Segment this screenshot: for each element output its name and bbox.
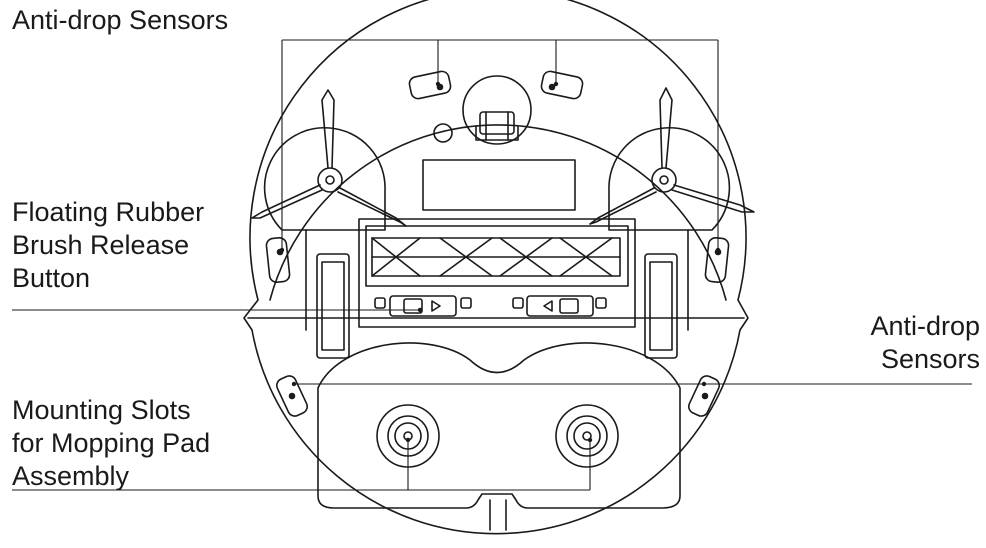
drive-wheel xyxy=(316,253,350,359)
anti-drop-sensor xyxy=(540,70,584,100)
label-line: Mounting Slots xyxy=(12,395,191,425)
label-line: Sensors xyxy=(880,344,980,374)
label-line: Floating Rubber xyxy=(12,197,205,227)
mopping-pad-area xyxy=(317,342,681,509)
robot-inner-ring xyxy=(269,124,727,301)
drive-wheel xyxy=(644,253,678,359)
label-line: for Mopping Pad xyxy=(12,428,211,458)
label-anti-drop-sensors-right: Anti-drop Sensors xyxy=(870,310,980,376)
label-anti-drop-sensors-top: Anti-drop Sensors xyxy=(12,4,228,37)
main-brush xyxy=(371,237,621,277)
anti-drop-sensor xyxy=(687,375,721,417)
side-brush-housing xyxy=(263,126,386,231)
anti-drop-sensor xyxy=(265,236,291,284)
brush-release-button xyxy=(526,295,594,317)
main-brush-frame xyxy=(358,218,636,328)
label-line: Brush Release xyxy=(12,230,190,260)
label-line: Anti-drop Sensors xyxy=(12,5,229,35)
caster-wheel xyxy=(462,75,532,145)
label-floating-rubber-brush-release: Floating Rubber Brush Release Button xyxy=(12,196,204,295)
anti-drop-sensor xyxy=(275,375,309,417)
label-line: Assembly xyxy=(12,461,130,491)
robot-body-outline xyxy=(243,0,749,535)
anti-drop-sensor xyxy=(704,236,730,284)
label-mounting-slots: Mounting Slots for Mopping Pad Assembly xyxy=(12,394,210,493)
side-brush-housing xyxy=(608,126,731,231)
brush-release-button xyxy=(389,295,457,317)
anti-drop-sensor xyxy=(408,70,452,100)
label-line: Button xyxy=(12,263,91,293)
label-line: Anti-drop xyxy=(870,311,980,341)
mounting-slot xyxy=(555,404,619,468)
battery-cover xyxy=(422,159,576,211)
